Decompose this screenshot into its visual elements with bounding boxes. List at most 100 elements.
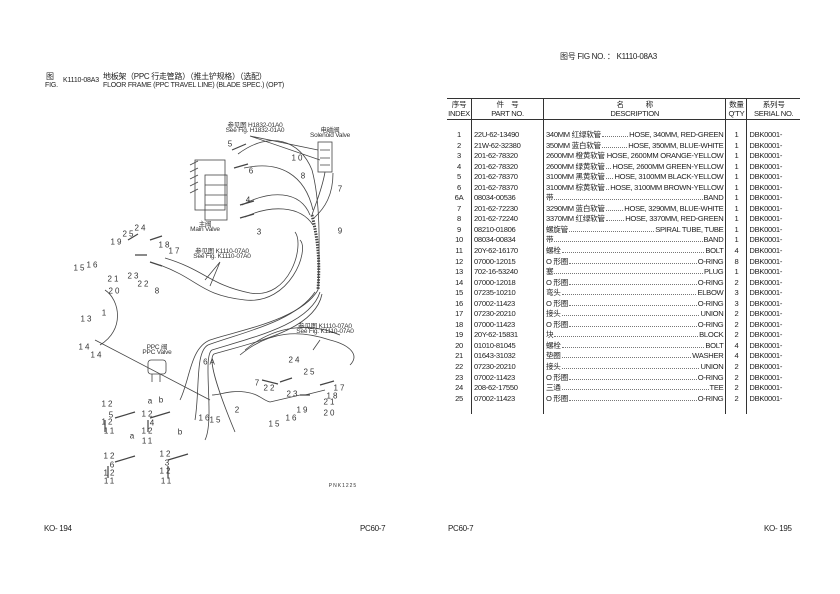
description-cn: 弯头 — [546, 288, 561, 298]
description-en: PLUG — [703, 267, 724, 277]
row-qty: 4 — [725, 340, 748, 352]
note-see-k1110-right-en: See Fig. K1110-07A0 — [296, 328, 354, 335]
description-en: UNION — [700, 362, 724, 372]
fig-label-cn: 图 — [46, 72, 54, 81]
description-cn: 带 — [546, 193, 554, 203]
row-part-no: 07000-12018 — [471, 277, 544, 289]
row-serial-no: DBK0001- — [746, 351, 800, 363]
row-part-no: 08210-01806 — [471, 224, 544, 236]
description-cn: 3100MM 棕黄软管 — [546, 182, 605, 192]
callout-number: 18 — [326, 391, 340, 401]
callout-number: 16 — [86, 260, 100, 270]
description-en: HOSE, 3370MM, RED-GREEN — [625, 214, 724, 224]
description-cn: 340MM 红绿软管 — [546, 130, 601, 139]
description-cn: 塞 — [546, 267, 554, 277]
row-index: 23 — [447, 372, 472, 384]
description-en: UNION — [700, 309, 724, 319]
row-index: 21 — [447, 351, 472, 363]
row-index: 8 — [447, 214, 472, 225]
description-cn: 螺栓 — [546, 340, 561, 350]
callout-number: 21 — [323, 397, 337, 407]
row-description: 弯头 ELBOW — [543, 288, 727, 299]
description-cn: 2600MM 绿黄软管 — [546, 161, 605, 171]
row-qty: 1 — [725, 214, 748, 225]
row-index: 18 — [447, 319, 472, 331]
description-en: HOSE, 3290MM, BLUE-WHITE — [624, 203, 724, 213]
row-part-no: 01643-31032 — [471, 351, 544, 363]
callout-number: 23 — [127, 271, 141, 281]
description-en: O-RING — [697, 319, 724, 329]
callout-number: 22 — [263, 383, 277, 393]
row-part-no: 08034-00834 — [471, 235, 544, 247]
row-qty: 4 — [725, 351, 748, 363]
note-see-h1832-en: See Fig. H1832-01A0 — [225, 127, 285, 134]
row-part-no: 201-62-78320 — [471, 161, 544, 173]
fig-label-en: FIG. — [45, 82, 58, 89]
row-index: 14 — [447, 277, 472, 289]
solenoid-valve-shape — [317, 141, 333, 173]
description-en: HOSE, 3100MM BROWN-YELLOW — [610, 182, 724, 192]
fig-number-header: 图号 FIG NO. ： K1110-08A3 — [560, 51, 657, 62]
left-page-number: KO- 194 — [44, 524, 72, 533]
row-description: 350MM 蓝白软管 HOSE, 350MM, BLUE-WHITE — [543, 140, 727, 152]
fig-number: K1110-08A3 — [63, 77, 99, 84]
callout-number: 7 — [337, 184, 345, 194]
callout-number: 24 — [288, 355, 302, 365]
callout-number: 4 — [149, 418, 157, 428]
note-main-valve-cn: 主阀 — [198, 221, 212, 228]
row-description: 3100MM 棕黄软管 HOSE, 3100MM BROWN-YELLOW — [543, 182, 727, 194]
note-ppc-cn: PPC 阀 — [146, 344, 168, 351]
description-cn: 350MM 蓝白软管 — [546, 140, 601, 150]
callout-number: 12 — [141, 426, 155, 436]
row-qty: 2 — [725, 319, 748, 331]
row-serial-no: DBK0001- — [746, 277, 800, 289]
callout-number: 12 — [101, 417, 115, 427]
row-qty: 2 — [725, 309, 748, 320]
description-cn: 接头 — [546, 362, 561, 372]
row-part-no: 201-62-78320 — [471, 151, 544, 162]
row-qty: 1 — [725, 193, 748, 204]
description-cn: 3290MM 蓝白软管 — [546, 203, 605, 213]
row-index: 19 — [447, 330, 472, 341]
row-part-no: 07230-20210 — [471, 309, 544, 320]
description-en: ELBOW — [697, 288, 724, 298]
fig-number-label: 图号 FIG NO. ： — [560, 52, 615, 61]
row-qty: 3 — [725, 288, 748, 299]
description-en: BOLT — [705, 340, 724, 350]
row-qty: 1 — [725, 224, 748, 236]
left-model: PC60-7 — [360, 524, 386, 533]
row-part-no: 201-62-78370 — [471, 182, 544, 194]
row-part-no: 22U-62-13490 — [471, 130, 544, 141]
description-en: HOSE, 350MM, BLUE-WHITE — [628, 140, 724, 150]
note-see-h1832-cn: 参见图 H1832-01A0 — [227, 122, 283, 129]
row-qty: 1 — [725, 182, 748, 194]
description-en: HOSE, 2600MM ORANGE-YELLOW — [606, 151, 724, 161]
row-qty: 1 — [725, 161, 748, 173]
figure-title-cn: 地板架（PPC 行走管路）（推土铲规格）（选配） — [103, 72, 267, 81]
row-part-no: 01010-81045 — [471, 340, 544, 352]
row-index: 16 — [447, 298, 472, 310]
